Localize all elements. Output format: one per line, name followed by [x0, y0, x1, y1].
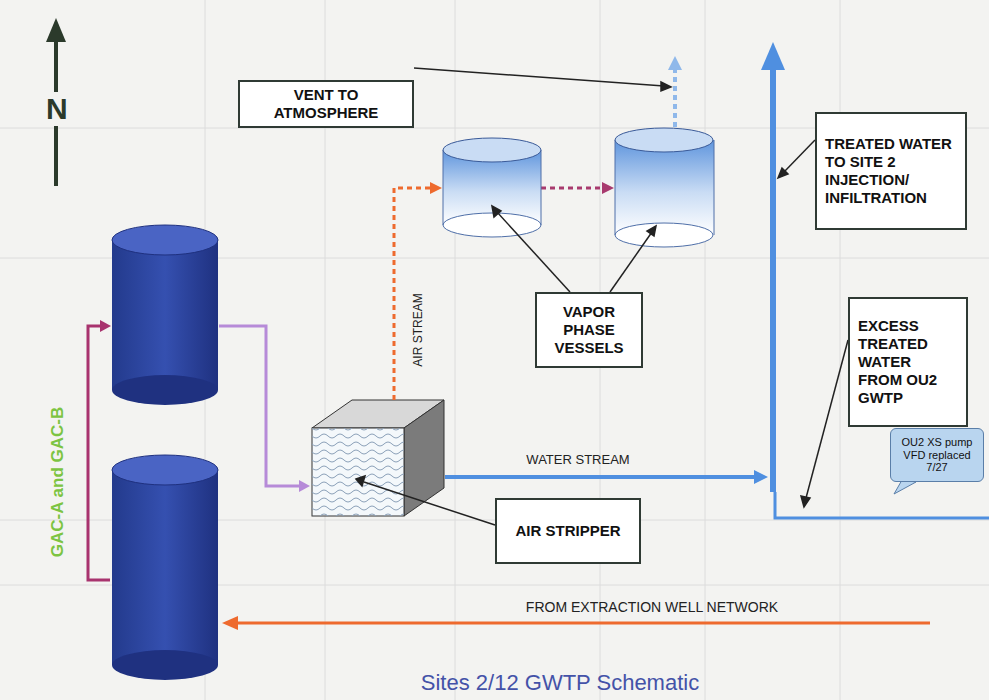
flow-line: [219, 326, 302, 486]
box-text: AIR STRIPPER: [505, 522, 631, 540]
vapor-vessel: [443, 128, 714, 247]
air-stream-line: [394, 188, 432, 400]
label-box: VAPOR PHASE VESSELS: [535, 292, 643, 368]
label-box: VENT TO ATMOSPHERE: [238, 80, 414, 128]
treated-water-line: [770, 68, 776, 492]
box-text: EXCESS TREATED WATER FROM OU2 GWTP: [858, 317, 958, 407]
stream-label: AIR STREAM: [411, 293, 425, 366]
leader-lines: [356, 68, 848, 525]
arrowhead: [761, 42, 785, 70]
vessel-label: GAC-A and GAC-B: [48, 407, 68, 557]
arrowhead: [100, 320, 111, 332]
arrowhead: [668, 56, 682, 70]
callout-tail: [894, 480, 916, 494]
box-text: VENT TO ATMOSPHERE: [248, 86, 404, 122]
stream-label: FROM EXTRACTION WELL NETWORK: [526, 599, 778, 615]
arrowhead: [754, 470, 768, 484]
box-text: OU2 XS pump VFD replaced 7/27: [895, 436, 979, 474]
stream-label: WATER STREAM: [526, 452, 629, 467]
gac-vessel: [112, 225, 218, 680]
label-box: AIR STRIPPER: [495, 498, 641, 564]
flow-line: [88, 326, 110, 580]
arrowhead: [602, 182, 614, 194]
label-box: EXCESS TREATED WATER FROM OU2 GWTP: [848, 297, 968, 427]
extraction-line: [236, 622, 930, 625]
callout-bubble: OU2 XS pump VFD replaced 7/27: [890, 428, 984, 482]
box-text: VAPOR PHASE VESSELS: [545, 303, 633, 357]
box-text: TREATED WATER TO SITE 2 INJECTION/ INFIL…: [825, 135, 957, 207]
vent-line: [673, 70, 677, 127]
caption: Sites 2/12 GWTP Schematic: [421, 670, 699, 696]
air-stream-line: [541, 187, 604, 190]
arrowhead: [299, 480, 310, 492]
label-box: TREATED WATER TO SITE 2 INJECTION/ INFIL…: [815, 112, 967, 230]
north-label: N: [44, 92, 70, 126]
arrowhead: [430, 182, 442, 194]
arrowhead: [222, 616, 238, 630]
water-stream-line: [445, 475, 756, 479]
air-stripper-cube: [312, 400, 444, 516]
